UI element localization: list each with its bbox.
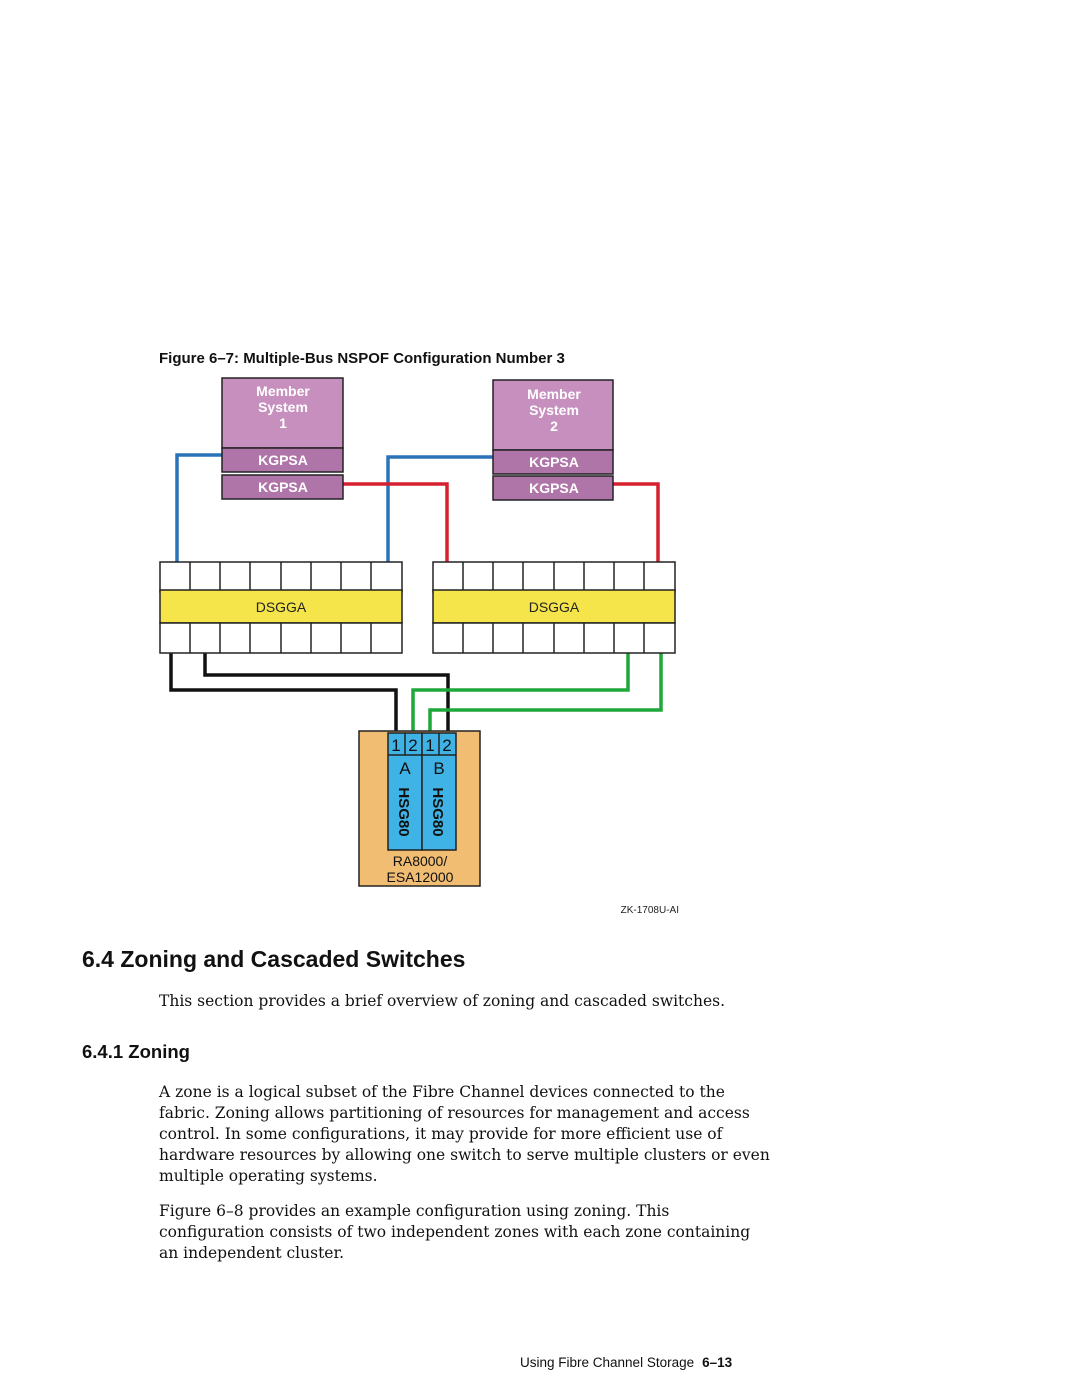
paragraph-line: fabric. Zoning allows partitioning of re… [159, 1104, 750, 1122]
dsgga-switch-1: DSGGA [159, 561, 403, 654]
paragraph-line: hardware resources by allowing one switc… [159, 1146, 770, 1164]
red-cable-2 [613, 482, 660, 563]
storage-label-line1: RA8000/ [393, 853, 448, 869]
dsgga-2-label: DSGGA [529, 599, 580, 615]
black-cable-2 [203, 653, 450, 733]
kgpsa-2a-label: KGPSA [529, 454, 579, 470]
member-system-1: Member System 1 KGPSA KGPSA [221, 377, 344, 500]
zoning-paragraph-1: A zone is a logical subset of the Fibre … [159, 1082, 799, 1187]
figure-id: ZK-1708U-AI [621, 905, 679, 916]
member-system-2-number: 2 [550, 418, 558, 434]
green-cable-1 [411, 653, 630, 733]
red-cable-1 [343, 482, 449, 563]
zoning-paragraph-2: Figure 6–8 provides an example configura… [159, 1201, 799, 1264]
paragraph-line: an independent cluster. [159, 1244, 345, 1262]
paragraph-line: configuration consists of two independen… [159, 1223, 751, 1241]
hsg80-b-label: HSG80 [429, 787, 446, 836]
port-a2-label: 2 [408, 736, 417, 755]
kgpsa-1b-box [221, 474, 344, 500]
blue-cable-1 [175, 453, 222, 563]
figure-caption: Figure 6–7: Multiple-Bus NSPOF Configura… [159, 350, 565, 367]
page-number: 6–13 [702, 1355, 733, 1370]
blue-cable-2 [386, 455, 493, 563]
black-cable-1 [169, 653, 398, 733]
paragraph-line: control. In some configurations, it may … [159, 1125, 723, 1143]
hsg80-a-label: HSG80 [395, 787, 412, 836]
subsection-heading: 6.4.1 Zoning [82, 1041, 190, 1062]
dsgga-switch-2: DSGGA [432, 561, 676, 654]
paragraph-line: Figure 6–8 provides an example configura… [159, 1202, 670, 1220]
port-b2-label: 2 [442, 736, 451, 755]
kgpsa-1a-label: KGPSA [258, 452, 308, 468]
page-footer: Using Fibre Channel Storage 6–13 [520, 1355, 732, 1370]
port-a1-label: 1 [391, 736, 400, 755]
controller-b-label: B [433, 759, 444, 778]
member-system-2: Member System 2 KGPSA KGPSA [492, 379, 614, 501]
configuration-diagram: Member System 1 KGPSA KGPSA Member Syste… [159, 377, 679, 916]
footer-title: Using Fibre Channel Storage [520, 1355, 695, 1370]
section-heading: 6.4 Zoning and Cascaded Switches [82, 946, 466, 972]
green-cable-2 [428, 653, 663, 733]
port-b1-label: 1 [425, 736, 434, 755]
member-system-1-label-line1: Member [256, 383, 310, 399]
kgpsa-2b-box [492, 475, 614, 501]
storage-label-line2: ESA12000 [387, 869, 454, 885]
paragraph-line: multiple operating systems. [159, 1167, 378, 1185]
member-system-2-label-line2: System [529, 402, 579, 418]
kgpsa-2b-label: KGPSA [529, 480, 579, 496]
member-system-1-label-line2: System [258, 399, 308, 415]
kgpsa-1b-label: KGPSA [258, 479, 308, 495]
section-intro-text: This section provides a brief overview o… [159, 992, 725, 1010]
storage-enclosure: 1 2 1 2 A B HSG80 HSG80 RA8000/ ESA12000 [358, 730, 481, 887]
member-system-2-label-line1: Member [527, 386, 581, 402]
member-system-1-number: 1 [279, 415, 287, 431]
kgpsa-2a-box [492, 449, 614, 475]
paragraph-line: A zone is a logical subset of the Fibre … [159, 1083, 725, 1101]
dsgga-1-label: DSGGA [256, 599, 307, 615]
kgpsa-1a-box [221, 447, 344, 473]
controller-a-label: A [399, 759, 411, 778]
